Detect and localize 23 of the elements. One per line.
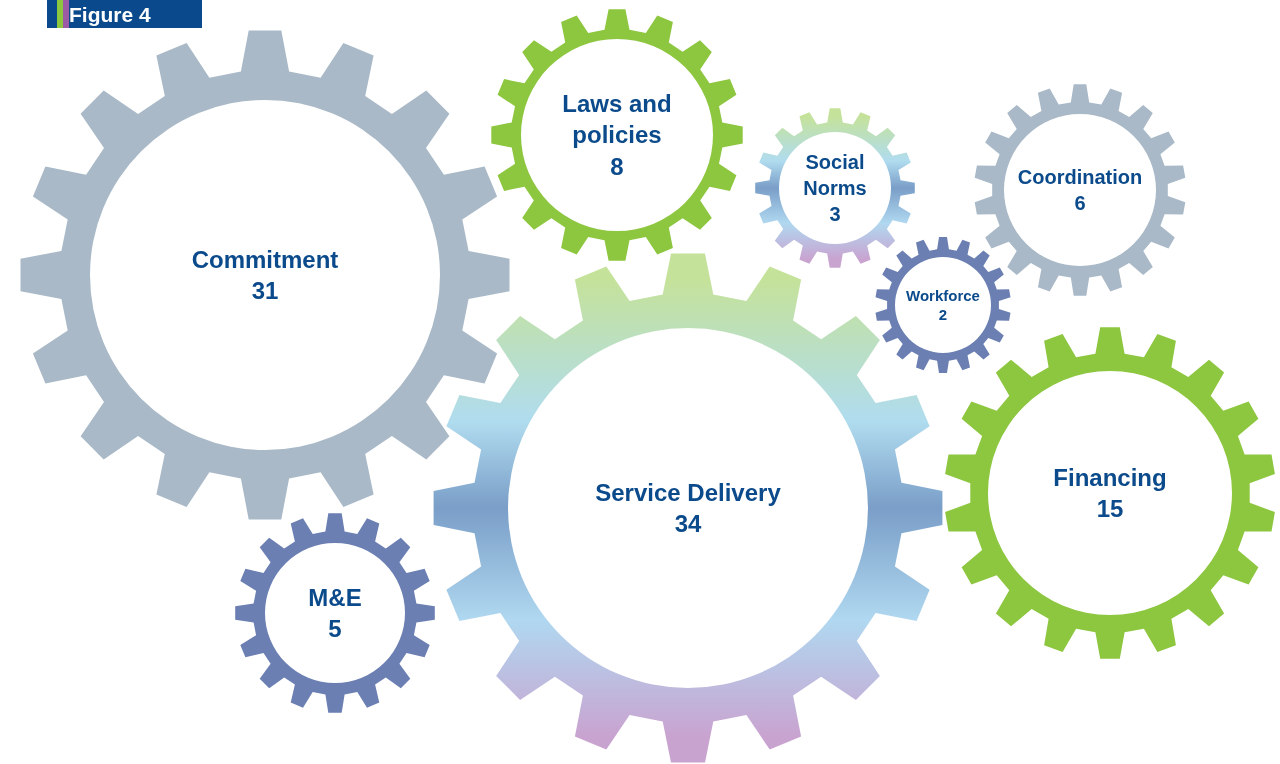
figure-label: Figure 4	[47, 0, 202, 28]
gear-title: Financing	[1053, 462, 1167, 493]
gear-title: Social Norms	[802, 150, 868, 201]
gear-title: Coordination	[1017, 165, 1143, 190]
gear-count: 15	[1096, 494, 1124, 524]
gear-title: M&E	[308, 582, 362, 613]
gear	[20, 30, 510, 520]
gear-title: Workforce	[906, 285, 980, 305]
gear	[235, 513, 435, 713]
gear	[944, 327, 1276, 659]
gear	[875, 237, 1011, 373]
gear-count: 31	[251, 276, 279, 306]
gear	[491, 9, 743, 261]
gear-count: 8	[610, 151, 624, 182]
gear-count: 2	[938, 305, 948, 325]
gear-count: 6	[1074, 191, 1086, 216]
gear-title: Service Delivery	[595, 477, 781, 508]
gear-count: 5	[328, 614, 342, 644]
gear-count: 3	[829, 202, 841, 227]
gear-title: Laws and policies	[561, 89, 673, 151]
gear-title: Commitment	[191, 244, 339, 275]
gear-count: 34	[674, 509, 702, 539]
gear	[755, 108, 915, 268]
